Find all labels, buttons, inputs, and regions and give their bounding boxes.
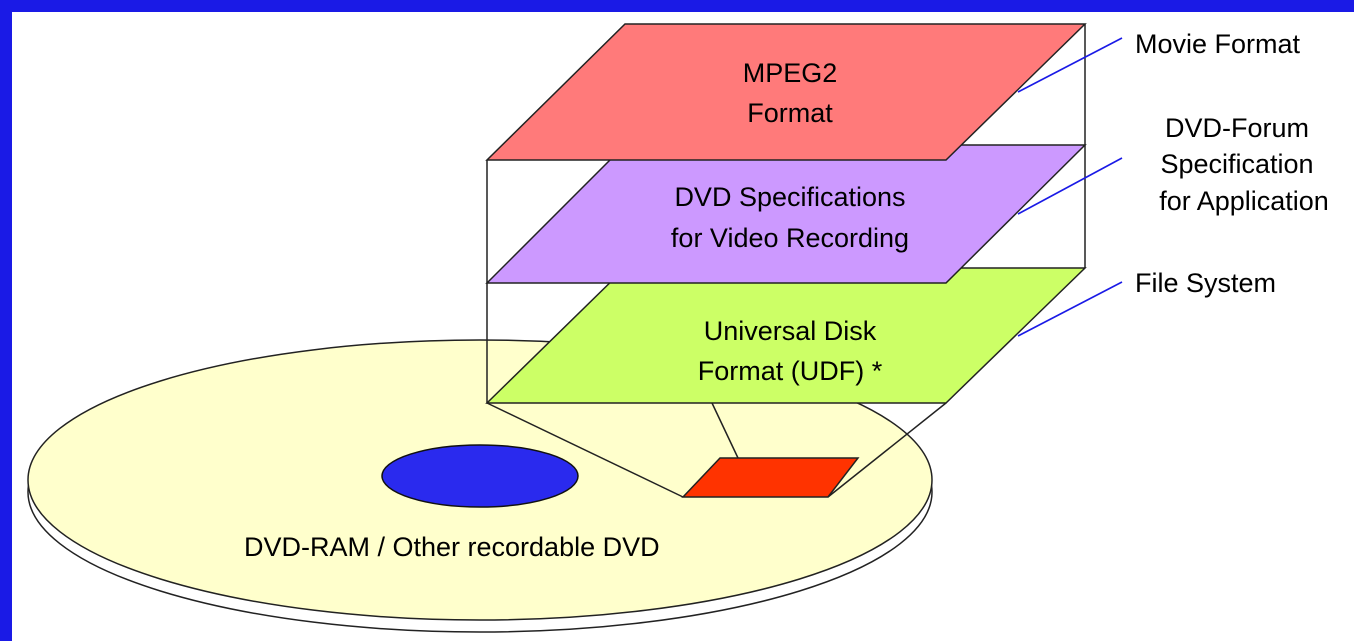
layer-mpeg2-line1: MPEG2 [743, 58, 838, 88]
side-label-dvd-forum-line1: DVD-Forum [1165, 113, 1309, 143]
disc-label: DVD-RAM / Other recordable DVD [244, 532, 660, 562]
layer-mpeg2: MPEG2 Format [485, 23, 1087, 161]
side-label-dvd-forum-line3: for Application [1159, 186, 1329, 216]
side-label-movie-format: Movie Format [1135, 29, 1301, 59]
side-label-file-system: File System [1135, 268, 1276, 298]
projection-line-right [827, 402, 947, 498]
layer-udf-line2: Format (UDF) * [698, 356, 883, 386]
side-label-connectors [1017, 37, 1123, 337]
layer-mpeg2-plane [485, 23, 1087, 161]
layer-udf: Universal Disk Format (UDF) * [485, 267, 1087, 404]
layer-dvd-spec: DVD Specifications for Video Recording [485, 144, 1087, 284]
connector-file-system [1017, 281, 1123, 337]
layer-dvd-spec-line2: for Video Recording [671, 223, 909, 253]
recorded-area [681, 457, 860, 498]
connector-movie-format [1017, 37, 1123, 93]
connector-dvd-forum [1017, 157, 1123, 215]
dvd-disc [27, 339, 933, 633]
layer-dvd-spec-line1: DVD Specifications [674, 182, 905, 212]
layer-dvd-spec-plane [485, 144, 1087, 284]
projection-line-middle [711, 402, 739, 459]
layer-udf-line1: Universal Disk [704, 316, 877, 346]
side-label-dvd-forum-line2: Specification [1160, 149, 1313, 179]
layer-mpeg2-line2: Format [747, 98, 833, 128]
disc-hub [381, 444, 579, 508]
projection-line-left [486, 402, 684, 498]
recorded-region [486, 402, 947, 498]
